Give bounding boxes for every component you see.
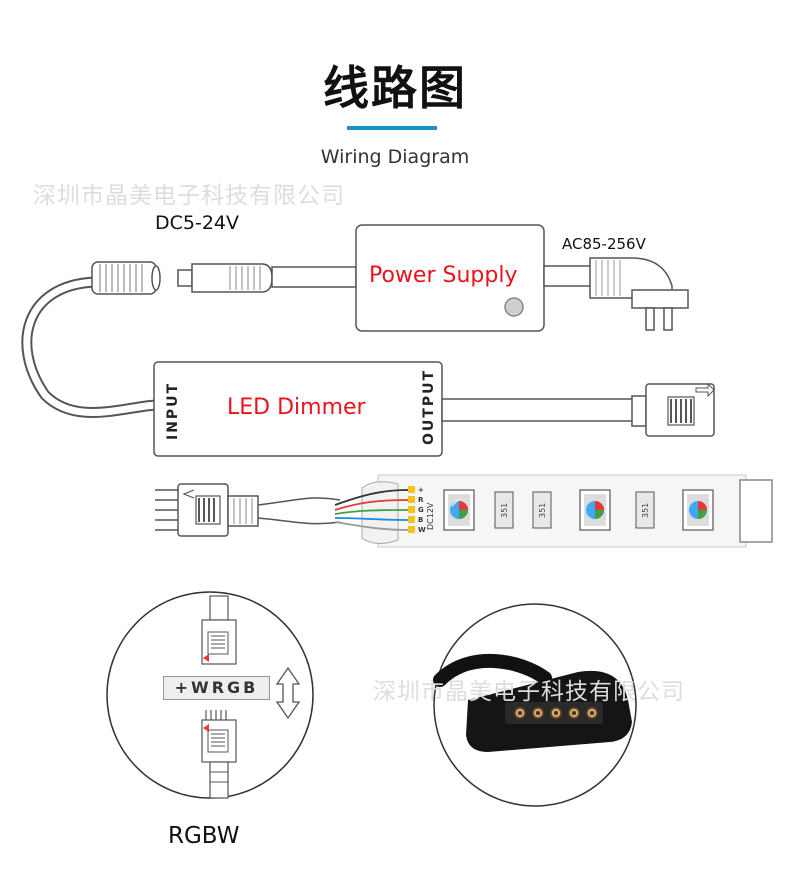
rgb-led-chip-2 <box>579 489 611 531</box>
pad-label-w: W <box>418 526 426 534</box>
ac-plug-icon <box>589 257 689 331</box>
pad-label-g: G <box>418 506 424 514</box>
pad-label-plus: + <box>418 486 424 494</box>
resistor-3 <box>635 491 655 529</box>
led-dimmer-label: LED Dimmer <box>227 395 366 420</box>
power-supply-label: Power Supply <box>369 263 518 288</box>
watermark-top: 深圳市晶美电子科技有限公司 <box>33 183 345 209</box>
female-connector-detail-icon <box>201 595 237 665</box>
resistor-1 <box>494 491 514 529</box>
watermark-bottom: 深圳市晶美电子科技有限公司 <box>373 679 685 705</box>
male-connector-detail-icon <box>201 710 237 799</box>
strip-wires <box>334 489 409 531</box>
title-accent-bar <box>347 126 437 130</box>
strip-end-cap <box>739 479 773 543</box>
dc-female-jack-icon <box>91 261 161 295</box>
resistor-2 <box>532 491 552 529</box>
dc-voltage-label: DC5-24V <box>155 212 240 234</box>
rgb-led-chip-1 <box>443 489 475 531</box>
power-indicator-led <box>504 297 524 317</box>
page-subtitle: Wiring Diagram <box>320 146 470 168</box>
strip-voltage-label: DC12V <box>426 502 435 530</box>
rgbw-caption: RGBW <box>168 823 240 849</box>
dimmer-input-label: INPUT <box>165 382 181 440</box>
resistor-2-label: 351 <box>538 503 547 518</box>
pad-label-b: B <box>418 516 423 524</box>
output-connector-icon <box>631 382 715 437</box>
rgb-led-chip-3 <box>682 489 714 531</box>
socket-photo-icon <box>433 654 632 752</box>
pin-order-label: +WRGB <box>163 676 270 700</box>
solder-pads <box>408 486 415 533</box>
resistor-3-label: 351 <box>641 503 650 518</box>
resistor-1-label: 351 <box>500 503 509 518</box>
male-pin-connector-icon <box>155 483 259 537</box>
dc-male-plug-icon <box>177 263 273 293</box>
plug-direction-arrow-icon <box>275 666 301 720</box>
dimmer-output-label: OUTPUT <box>421 369 437 445</box>
page-title: 线路图 <box>323 61 467 115</box>
ac-voltage-label: AC85-256V <box>562 235 646 253</box>
pad-label-r: R <box>418 496 424 504</box>
